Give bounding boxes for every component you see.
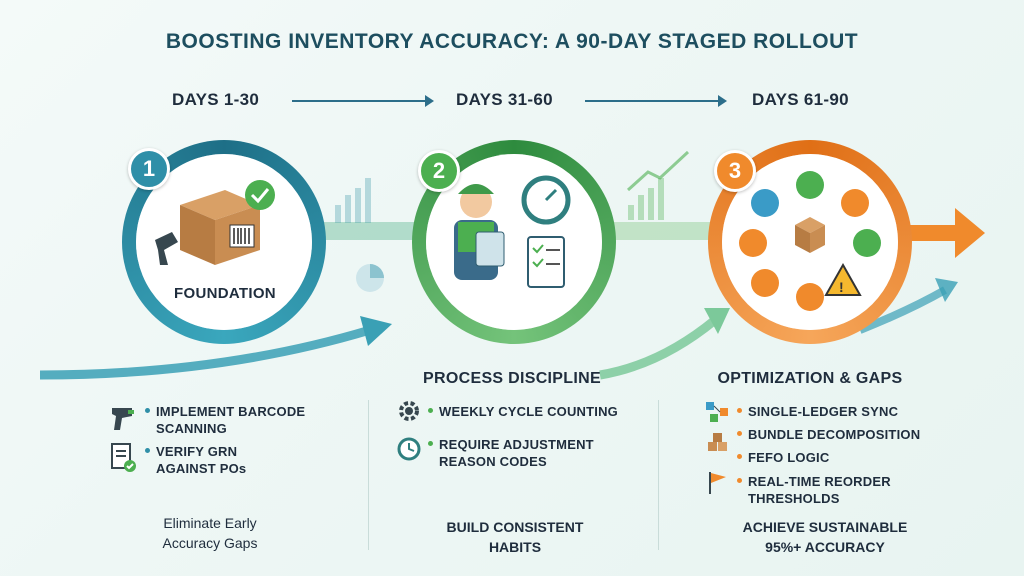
sweep-arrow-2 [599, 316, 718, 380]
bullet-text: REQUIRE ADJUSTMENT [439, 437, 594, 452]
bullet-dot [428, 408, 433, 414]
bar-chart-decoration-1 [335, 178, 371, 223]
package-check-icon [155, 180, 275, 265]
timeline-arrow-2 [585, 95, 727, 107]
barcode-scanner-icon [112, 408, 134, 430]
bullet-text: SINGLE-LEDGER SYNC [748, 404, 899, 419]
bullet-text: IMPLEMENT BARCODE [156, 404, 306, 419]
trend-line-decoration [626, 150, 690, 192]
bullet-dot [145, 408, 150, 414]
bullet-dot [145, 448, 150, 454]
bullet-dot [737, 408, 742, 414]
clock-icon [397, 437, 421, 461]
bullet-text: SCANNING [156, 421, 227, 436]
bullet-text: AGAINST POs [156, 461, 247, 476]
bullet-text: FEFO LOGIC [748, 450, 830, 465]
phase-1-title: FOUNDATION [174, 285, 276, 302]
gear-icon [399, 401, 419, 421]
worker-clipboard-icon [454, 175, 571, 288]
flow-graphic [39, 150, 985, 380]
bullet-dot [737, 431, 742, 437]
network-small-icon [706, 402, 728, 422]
bullet-text: WEEKLY CYCLE COUNTING [439, 404, 618, 419]
bullet-dot [737, 478, 742, 484]
phase-3-bullet-1: SINGLE-LEDGER SYNC [737, 403, 898, 420]
phase-2-bullet-1: WEEKLY CYCLE COUNTING [428, 403, 618, 420]
svg-text:!: ! [839, 279, 844, 295]
sweep-arrow-1 [39, 325, 372, 380]
phase-1-bullet-1: IMPLEMENT BARCODE SCANNING [145, 403, 305, 437]
sweep-arrow-3-head [935, 278, 958, 302]
network-icon: ! [739, 171, 881, 311]
timeline-label-days-31-60: DAYS 31-60 [456, 90, 553, 109]
sweep-arrow-3 [858, 286, 947, 334]
boxes-icon [708, 433, 727, 451]
column-divider-1 [368, 400, 369, 550]
phase-1-circle [122, 140, 326, 344]
bullet-text: THRESHOLDS [748, 491, 840, 506]
timeline-arrow-1 [292, 95, 434, 107]
column-divider-2 [658, 400, 659, 550]
phase-2-bullet-2: REQUIRE ADJUSTMENT REASON CODES [428, 436, 594, 470]
phase-1-badge: 1 [128, 148, 170, 190]
timeline-label-days-61-90: DAYS 61-90 [752, 90, 849, 109]
orange-arrow-head [955, 208, 985, 258]
bullet-text: VERIFY GRN [156, 444, 238, 459]
phase-3-bullet-3: FEFO LOGIC [737, 449, 829, 466]
bullet-text: REASON CODES [439, 454, 547, 469]
document-check-icon [111, 443, 136, 472]
timeline-label-days-1-30: DAYS 1-30 [172, 90, 260, 109]
bullet-text: REAL-TIME REORDER [748, 474, 891, 489]
phase-2-badge: 2 [418, 150, 460, 192]
connector-band-2 [600, 222, 740, 240]
phase-3-title: OPTIMIZATION & GAPS [717, 370, 903, 387]
phase-1-bullet-2: VERIFY GRN AGAINST POs [145, 443, 246, 477]
sweep-arrow-1-head [360, 316, 392, 346]
phase-3-bullet-4: REAL-TIME REORDER THRESHOLDS [737, 473, 891, 507]
bullet-dot [737, 454, 742, 460]
phase-2-title: PROCESS DISCIPLINE [423, 370, 601, 387]
phase-3-bullet-2: BUNDLE DECOMPOSITION [737, 426, 920, 443]
sweep-arrow-2-head [704, 308, 730, 334]
bullet-dot [428, 441, 433, 447]
phase-3-badge: 3 [714, 150, 756, 192]
bar-chart-decoration-2 [628, 178, 664, 220]
bullet-text: BUNDLE DECOMPOSITION [748, 427, 921, 442]
flag-icon [709, 472, 726, 494]
page-title: BOOSTING INVENTORY ACCURACY: A 90-DAY ST… [165, 30, 859, 53]
